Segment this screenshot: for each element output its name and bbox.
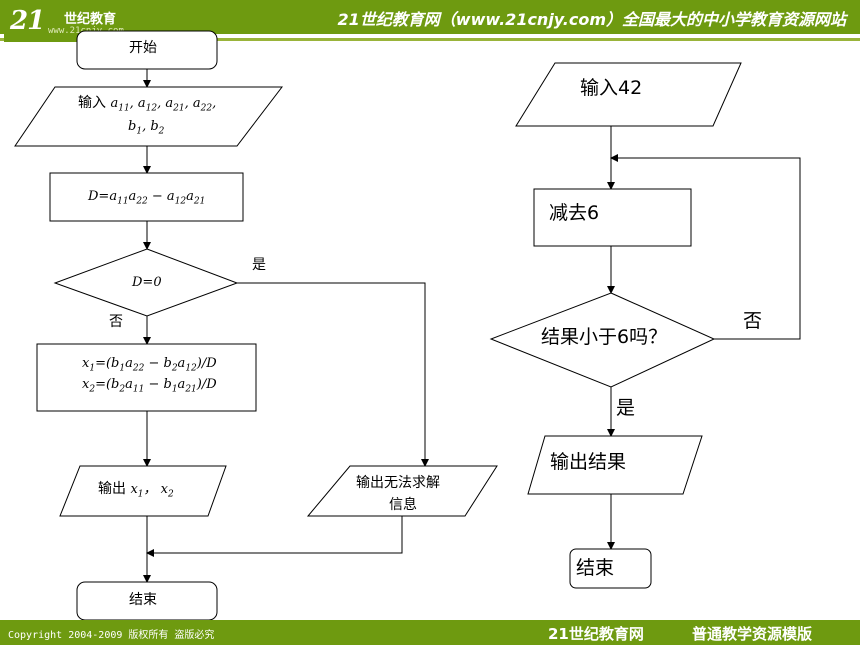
logo-mark: 21 [10,6,45,36]
left-output-text: 输出 [98,481,126,497]
left-input-line2: b1, b2 [128,118,164,137]
right-end-terminal [569,548,652,589]
right-yes-label: 是 [616,397,636,419]
left-input-math-a: a11, a12, a21, a22, [110,96,217,114]
right-output-label: 输出结果 [550,451,627,473]
left-end-label: 结束 [129,592,157,608]
left-input-label: 输入 [78,95,106,111]
right-output-parallelogram [527,435,703,495]
right-input-label: 输入42 [580,77,643,99]
left-yes-branch [237,282,429,467]
header-divider [0,38,860,41]
left-solution-x1-formula: x1=(b1a22 − b2a12)/D [82,356,217,374]
footer-site-name[interactable]: 21世纪教育网 [548,625,644,643]
left-output-label: 输出 x1， x2 [98,481,174,500]
left-determinant-process [49,172,244,222]
right-no-label: 否 [743,310,763,332]
footer-copyright: Copyright 2004-2009 版权所有 盗版必究 [8,630,215,641]
left-determinant-prefix: D= [88,189,110,204]
left-determinant-formula: a11a22 − a12a21 [109,189,206,207]
left-determinant-label: D=a11a22 − a12a21 [88,188,205,207]
left-decision-label: D=0 [132,274,162,291]
left-no-solution-line2: 信息 [389,497,417,513]
right-subtract-process [533,188,692,247]
right-decision-label: 结果小于6吗？ [541,326,668,348]
footer-template-name: 普通教学资源模版 [692,625,813,643]
header-title: 21世纪教育网（www.21cnjy.com）全国最大的中小学教育资源网站 [337,10,846,29]
logo-text: 世纪教育 [64,12,117,27]
right-subtract-label: 减去6 [549,202,600,224]
left-input-parallelogram [14,86,284,147]
left-yes-label: 是 [252,257,266,273]
left-decision-cond: D=0 [132,275,162,290]
left-solution-x2-formula: x2=(b2a11 − b1a21)/D [82,377,217,395]
left-merge-line [146,516,403,557]
left-solution-process [36,343,257,412]
right-end-label: 结束 [576,557,615,579]
right-loop-back [610,154,801,340]
footer-bar [0,620,860,645]
left-input-math-b: b1, b2 [128,119,165,137]
left-solution-x2: x2=(b2a11 − b1a21)/D [82,376,217,395]
right-input-parallelogram [515,62,742,127]
left-solution-x1: x1=(b1a22 − b2a12)/D [82,355,217,374]
left-output-parallelogram [59,465,227,517]
left-no-solution-line1: 输出无法求解 [356,475,440,491]
left-start-label: 开始 [129,40,157,56]
left-output-vars: x1， x2 [130,482,174,500]
left-input-line1: 输入 a11, a12, a21, a22, [78,95,216,114]
left-no-solution-parallelogram [306,465,498,517]
left-no-label: 否 [109,314,123,330]
